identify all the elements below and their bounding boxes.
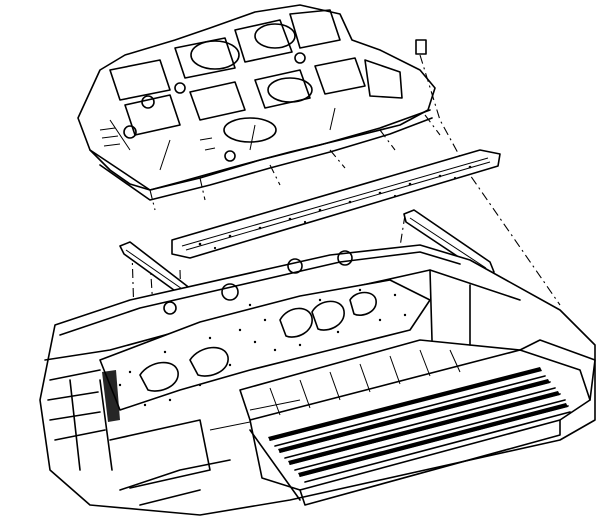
- manifold-gasket: [171, 149, 501, 259]
- valve-cover: [239, 339, 596, 506]
- seal-right: [403, 209, 495, 275]
- intake-manifold: [77, 4, 436, 201]
- alignment-pin: [415, 39, 427, 55]
